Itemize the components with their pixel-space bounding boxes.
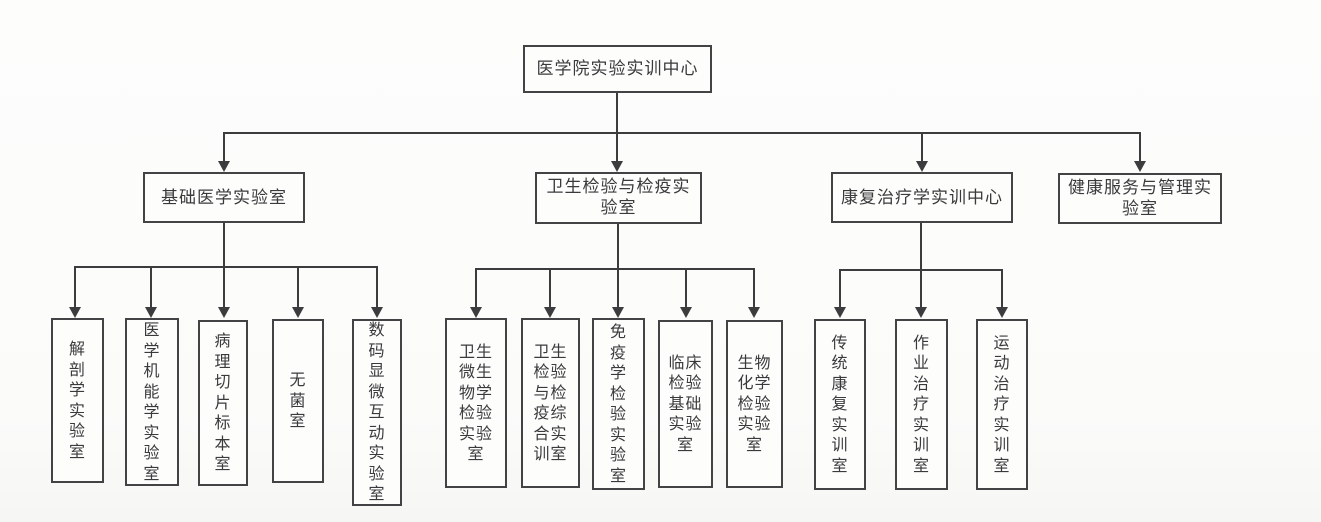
connector-branch-line: [475, 268, 477, 307]
org-node-digital-microscope-interactive-lab: 数 码 显 微 互 动 实 验 室: [352, 319, 402, 506]
connector-branch-line: [839, 269, 841, 307]
org-node-biochemistry-test-lab: 生物 化学 检验 实验 室: [726, 320, 783, 488]
connector-root-stem: [616, 93, 618, 134]
org-node-inspection-quarantine-comprehensive-training-room: 卫生 检验 与检 疫综 合实 训室: [521, 318, 580, 488]
org-node-anatomy-lab: 解 剖 学 实 验 室: [51, 318, 104, 483]
connector-group-stem: [920, 223, 922, 271]
org-node-traditional-rehab-training-room: 传 统 康 复 实 训 室: [814, 319, 866, 490]
connector-branch-line: [616, 132, 618, 161]
arrow-down-icon: [996, 307, 1008, 318]
arrow-down-icon: [292, 307, 304, 318]
org-node-health-inspection-quarantine-lab: 卫生检验与检疫实 验室: [535, 172, 702, 224]
arrow-down-icon: [915, 307, 927, 318]
arrow-down-icon: [612, 307, 624, 318]
connector-group-stem: [223, 223, 225, 268]
connector-level1-rail: [223, 132, 1141, 134]
org-node-pathology-slide-specimen-room: 病 理 切 片 标 本 室: [198, 320, 248, 486]
org-node-health-service-management-lab: 健康服务与管理实 验室: [1058, 173, 1222, 224]
arrow-down-icon: [1134, 161, 1146, 172]
arrow-down-icon: [611, 161, 623, 172]
arrow-down-icon: [218, 161, 230, 172]
connector-group-rail: [74, 266, 378, 268]
connector-branch-line: [74, 266, 76, 307]
connector-branch-line: [297, 266, 299, 307]
connector-branch-line: [920, 269, 922, 307]
arrow-down-icon: [371, 307, 383, 318]
org-node-exercise-therapy-training-room: 运 动 治 疗 实 训 室: [976, 319, 1028, 490]
connector-branch-line: [376, 266, 378, 307]
arrow-down-icon: [680, 307, 692, 318]
connector-branch-line: [223, 132, 225, 161]
connector-branch-line: [617, 268, 619, 307]
connector-branch-line: [150, 266, 152, 307]
arrow-down-icon: [470, 307, 482, 318]
connector-branch-line: [753, 268, 755, 307]
connector-branch-line: [1001, 269, 1003, 307]
arrow-down-icon: [218, 307, 230, 318]
connector-branch-line: [685, 268, 687, 307]
arrow-down-icon: [916, 161, 928, 172]
org-node-medical-function-lab: 医 学 机 能 学 实 验 室: [125, 318, 179, 486]
connector-group-stem: [617, 224, 619, 270]
org-node-basic-medical-lab: 基础医学实验室: [143, 172, 305, 223]
connector-group-rail: [475, 268, 754, 270]
org-node-immunology-test-lab: 免 疫 学 检 验 实 验 室: [592, 318, 645, 490]
org-node-occupational-therapy-training-room: 作 业 治 疗 实 训 室: [895, 319, 948, 490]
arrow-down-icon: [69, 307, 81, 318]
org-node-rehabilitation-therapy-training-center: 康复治疗学实训中心: [831, 172, 1013, 223]
connector-branch-line: [549, 268, 551, 307]
connector-branch-line: [223, 266, 225, 307]
org-node-health-microbiology-test-lab: 卫生 微生 物学 检验 实验 室: [445, 318, 507, 488]
arrow-down-icon: [544, 307, 556, 318]
arrow-down-icon: [748, 307, 760, 318]
arrow-down-icon: [145, 307, 157, 318]
arrow-down-icon: [834, 307, 846, 318]
connector-branch-line: [1139, 132, 1141, 161]
org-node-clinical-test-basics-lab: 临床 检验 基础 实验 室: [658, 320, 713, 488]
org-node-sterile-room: 无 菌 室: [272, 319, 324, 483]
connector-branch-line: [921, 132, 923, 161]
org-node-medical-college-training-center: 医学院实验实训中心: [523, 45, 712, 93]
